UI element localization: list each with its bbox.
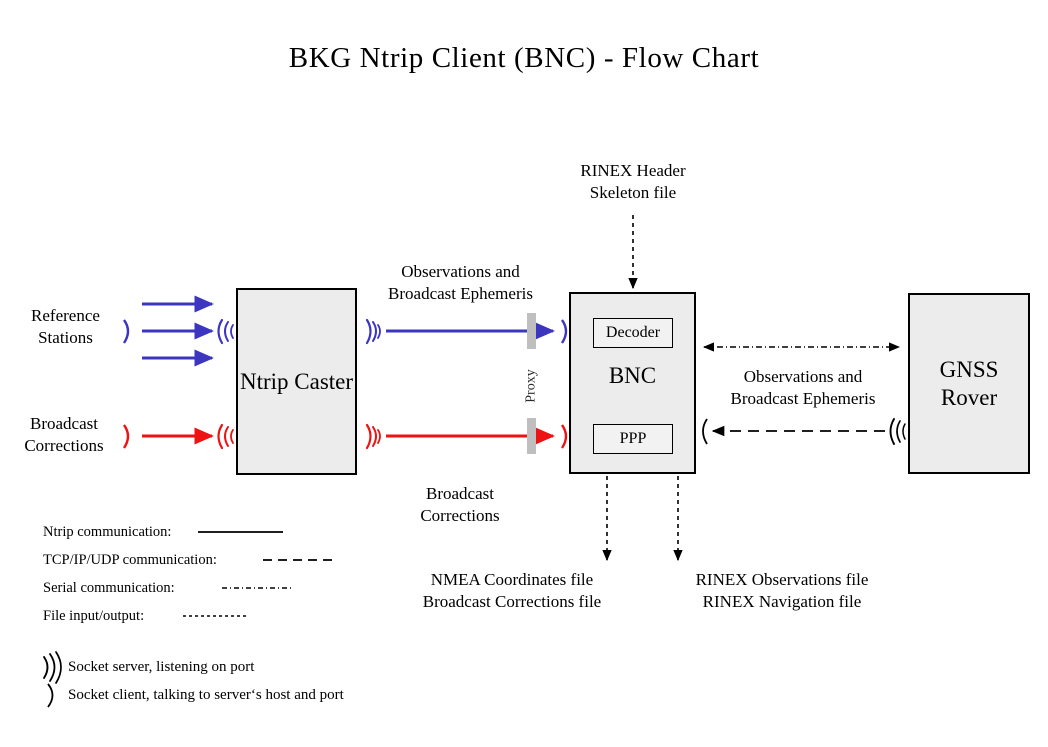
socket-client-arc-icon-bnc-corr — [560, 424, 568, 449]
ppp-subnode[interactable]: PPP — [593, 424, 673, 454]
ntrip-caster-node[interactable]: Ntrip Caster — [236, 288, 357, 475]
broadcast-corrections-input-label: Broadcast Corrections — [24, 414, 104, 455]
reference-stations-label: Reference Stations — [31, 306, 100, 347]
proxy-bar-top — [527, 313, 536, 349]
socket-client-arc-icon-refstations — [122, 319, 130, 344]
socket-server-wave-icon-rover — [889, 418, 906, 445]
proxy-bar-bottom — [527, 418, 536, 454]
socket-server-wave-icon-caster-obs — [217, 318, 234, 345]
rinex-output-label: RINEX Observations file RINEX Navigation… — [695, 570, 869, 611]
nmea-output-label: NMEA Coordinates file Broadcast Correcti… — [422, 570, 602, 611]
broadcast-corrections-mid-label: Broadcast Corrections — [420, 484, 500, 525]
legend-line-2-text: Serial communication: — [43, 580, 175, 596]
gnss-rover-node[interactable]: GNSS Rover — [908, 293, 1030, 474]
socket-server-wave-icon-caster-out-obs — [365, 318, 381, 345]
page-title: BKG Ntrip Client (BNC) - Flow Chart — [288, 42, 760, 74]
legend-line-0-text: Ntrip communication: — [43, 524, 172, 540]
socket-server-wave-icon-caster-corr — [217, 423, 234, 450]
socket-client-arc-icon-legend — [47, 683, 54, 708]
socket-server-wave-icon-caster-out-corr — [365, 423, 381, 450]
proxy-label-wrapper: Proxy — [506, 369, 558, 402]
legend-line-1-text: TCP/IP/UDP communication: — [43, 552, 217, 568]
proxy-label: Proxy — [523, 369, 539, 403]
reference-stations-connectors — [142, 295, 214, 367]
observations-ephemeris-right-label: Observations and Broadcast Ephemeris — [730, 367, 876, 408]
decoder-subnode[interactable]: Decoder — [593, 318, 673, 348]
legend-key-0-text: Socket server, listening on port — [68, 659, 255, 675]
caster-to-bnc-corrections — [365, 423, 568, 450]
caster-to-bnc-observations — [365, 318, 568, 345]
socket-client-arc-icon-corrections — [122, 424, 130, 449]
legend-key-1-text: Socket client, talking to server‘s host … — [68, 687, 344, 703]
legend-line-3-text: File input/output: — [43, 608, 145, 624]
socket-server-wave-icon-legend — [43, 651, 62, 684]
observations-ephemeris-left-label: Observations and Broadcast Ephemeris — [388, 262, 533, 303]
rinex-header-skeleton-label: RINEX Header Skeleton file — [580, 161, 686, 202]
bnc-node-label: BNC — [608, 363, 657, 388]
socket-client-arc-icon-bnc-obs — [560, 319, 568, 344]
socket-client-arc-icon-bnc-rover — [702, 418, 708, 445]
